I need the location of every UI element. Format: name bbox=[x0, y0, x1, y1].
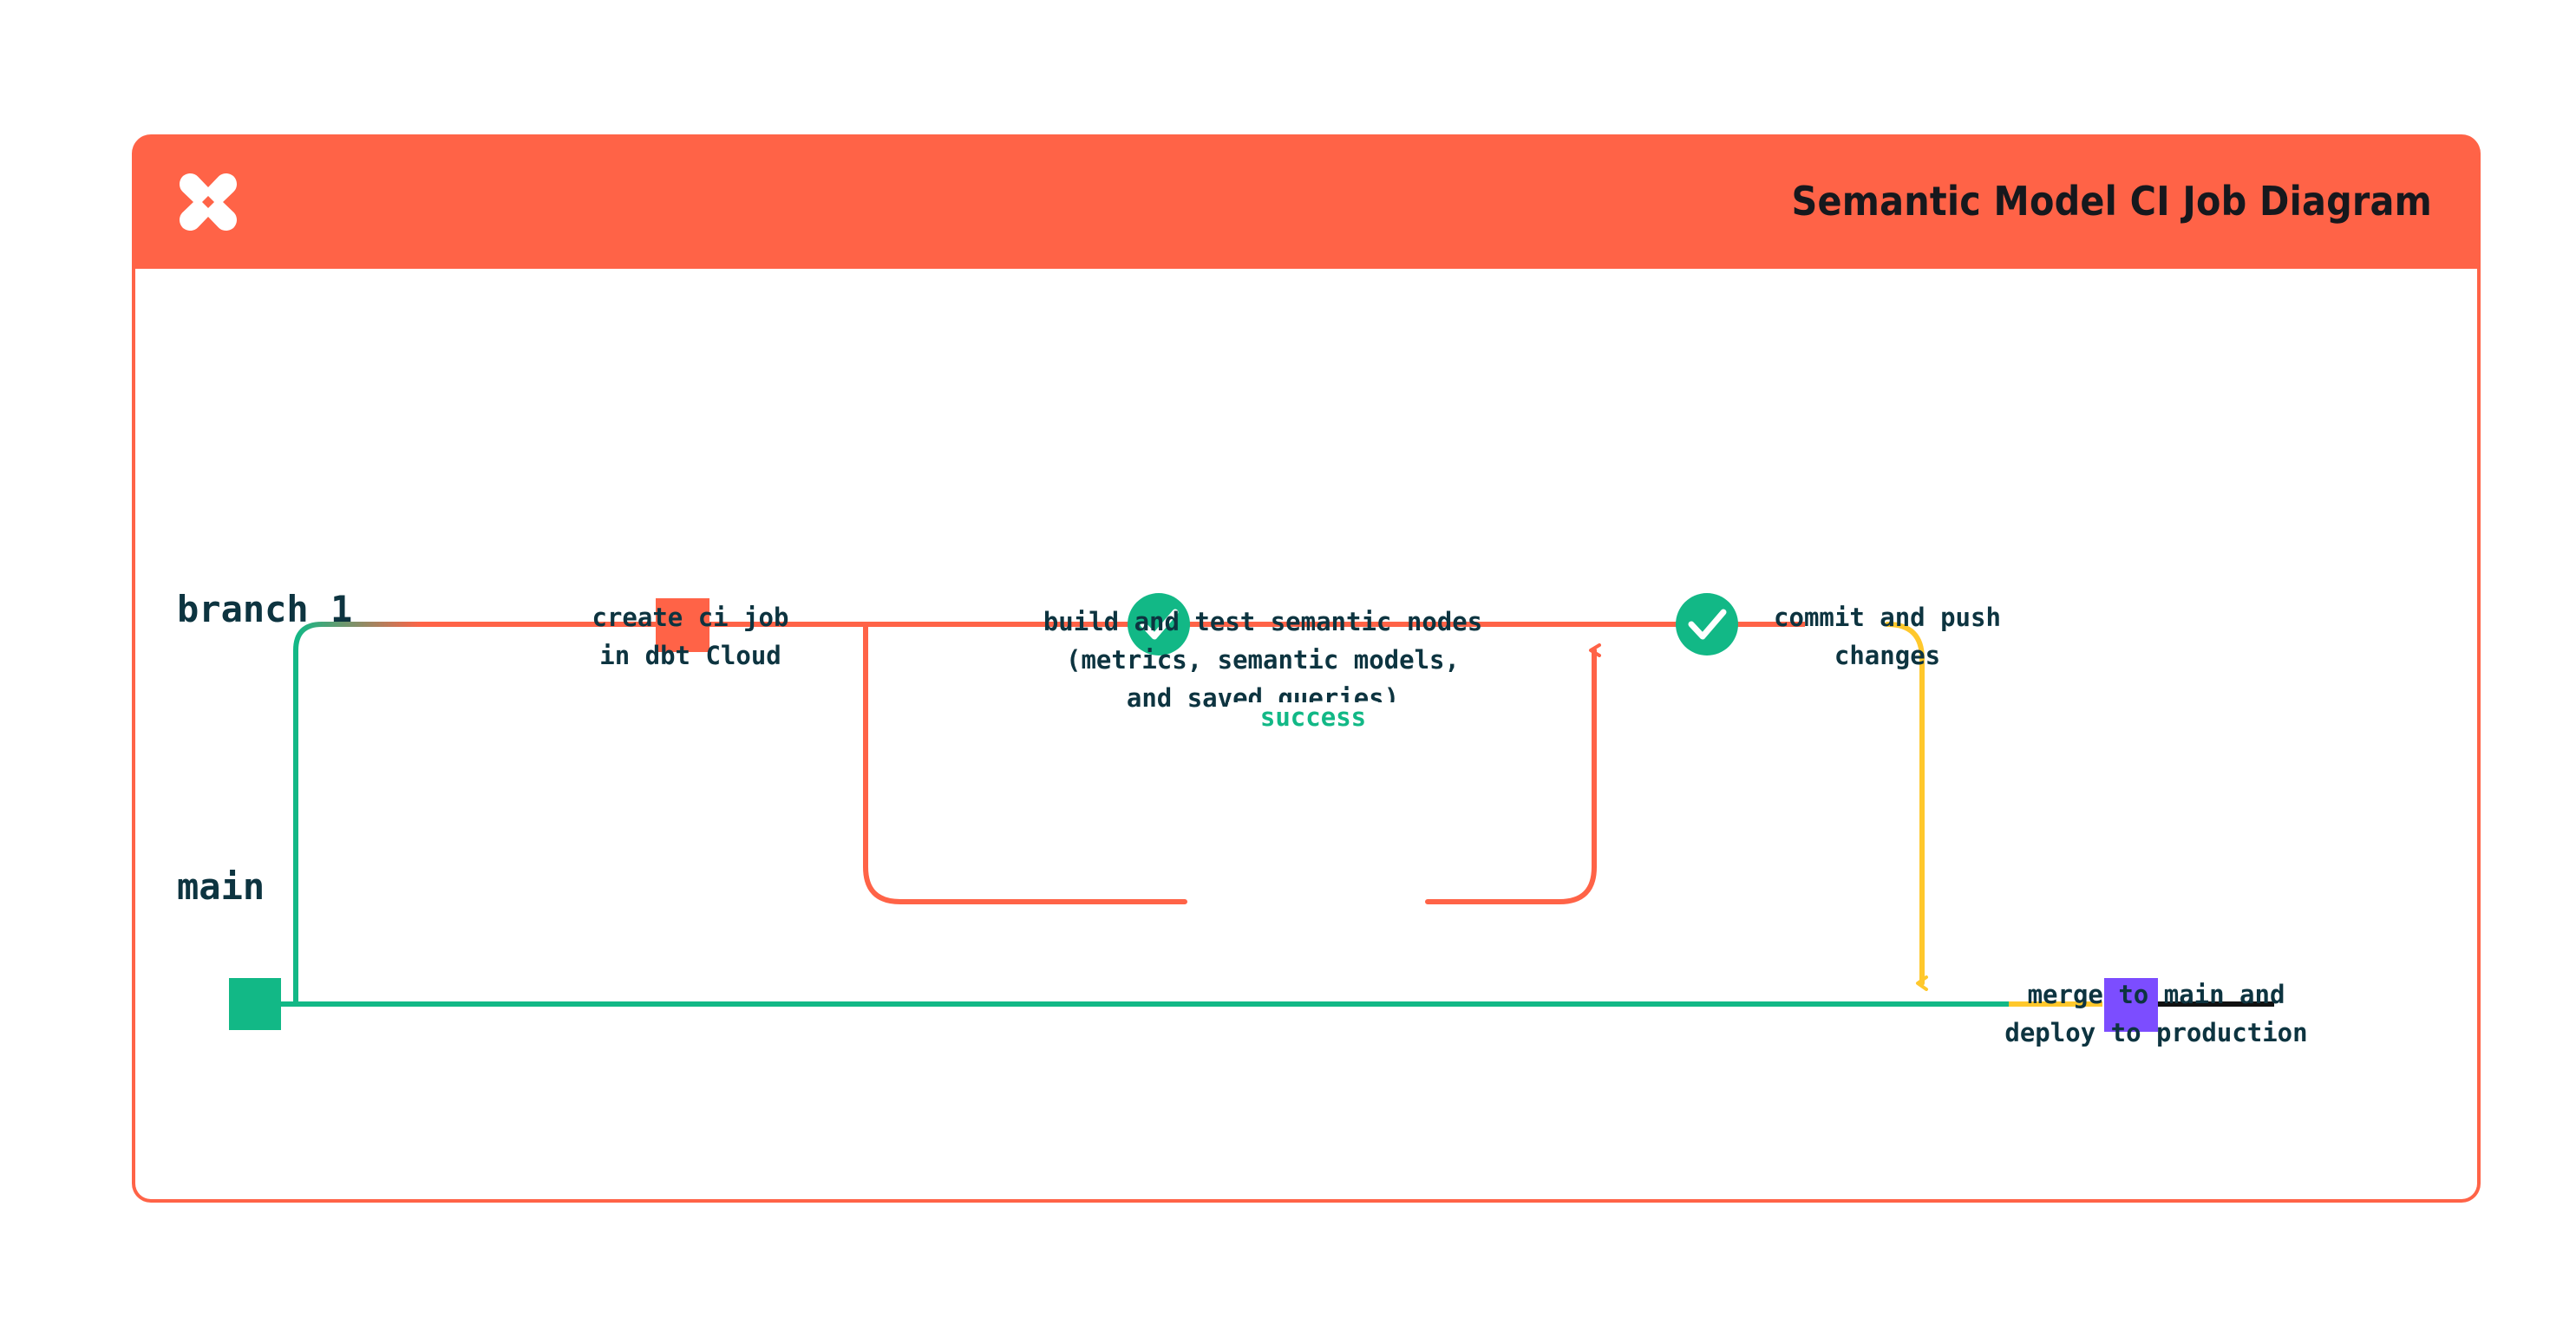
page-title: Semantic Model CI Job Diagram bbox=[1791, 178, 2432, 225]
node-label-commit-and-push: commit and push changes bbox=[1774, 603, 2001, 670]
diagram-card: Semantic Model CI Job Diagram bbox=[132, 134, 2481, 1203]
dbt-logo-icon bbox=[173, 167, 243, 237]
edge-label-success: success bbox=[1228, 702, 1398, 732]
node-label-build-and-test: build and test semantic nodes (metrics, … bbox=[1043, 607, 1483, 713]
node-label-merge-to-main: merge to main and deploy to production bbox=[2004, 980, 2308, 1047]
card-body: branch 1 main create ci job in dbt Cloud… bbox=[132, 269, 2481, 1203]
lane-label-branch-1: branch 1 bbox=[177, 588, 353, 630]
main-lane-marker bbox=[229, 978, 281, 1030]
build-test-loop-edge bbox=[863, 623, 1601, 904]
node-label-create-ci-job: create ci job in dbt Cloud bbox=[592, 603, 789, 670]
branch-off-edge bbox=[293, 622, 424, 1007]
node-marker-commit-and-push bbox=[1676, 593, 1738, 655]
node-marker-build-and-test bbox=[1128, 593, 1190, 655]
lane-label-main: main bbox=[177, 865, 265, 908]
node-marker-create-ci-job bbox=[656, 598, 709, 652]
merge-down-edge bbox=[1885, 622, 1928, 991]
node-marker-merge-to-main bbox=[2104, 978, 2158, 1032]
ci-job-diagram: branch 1 main create ci job in dbt Cloud… bbox=[135, 269, 2484, 1203]
card-header: Semantic Model CI Job Diagram bbox=[132, 134, 2481, 269]
